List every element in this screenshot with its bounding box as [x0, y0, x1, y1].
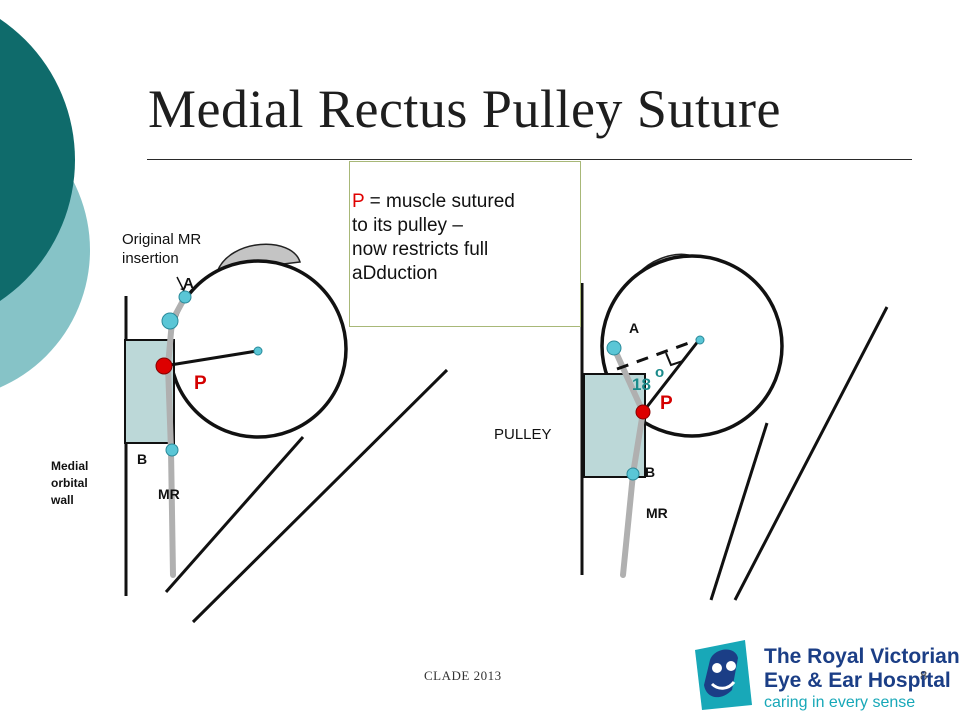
- right-marker-p: [635, 404, 651, 420]
- wall-label-line-3: wall: [51, 493, 74, 507]
- right-angle-label: 18: [632, 375, 651, 394]
- left-pointer-arrowhead: [180, 287, 186, 291]
- label-insertion: insertion: [122, 250, 179, 267]
- right-angle-mark: [665, 352, 684, 367]
- logo-line-1: The Royal Victorian: [764, 645, 960, 668]
- callout-line-2: to its pulley –: [352, 215, 463, 236]
- callout-box: P = muscle sutured to its pulley – now r…: [349, 161, 581, 327]
- right-label-p: P: [660, 393, 673, 414]
- title-divider: [147, 159, 912, 160]
- left-marker-a: [178, 290, 192, 304]
- right-globe: [600, 254, 784, 438]
- wall-label-line-2: orbital: [51, 476, 88, 490]
- right-diagonal-2: [733, 306, 889, 601]
- right-label-a: A: [629, 320, 640, 336]
- right-medial-rectus: [611, 345, 647, 578]
- left-label-mr: MR: [158, 486, 180, 502]
- label-pulley: PULLEY: [494, 426, 552, 443]
- left-marker-p: [155, 357, 173, 375]
- left-label-a: A: [183, 275, 194, 292]
- page-number: 8: [920, 668, 928, 683]
- left-marker-original-insertion: [161, 312, 179, 330]
- right-marker-a: [606, 340, 622, 356]
- right-label-mr: MR: [646, 505, 668, 521]
- callout-line-1-text: = muscle sutured: [364, 191, 515, 212]
- left-diagonal-1: [164, 436, 305, 593]
- right-degree-symbol: o: [655, 364, 665, 381]
- right-diagonal-1: [709, 422, 769, 601]
- footer-text: CLADE 2013: [424, 668, 502, 683]
- slide-title: Medial Rectus Pulley Suture: [148, 79, 781, 139]
- callout-line-4: aDduction: [352, 263, 438, 284]
- label-medial-orbital-wall: Medial orbital wall: [51, 458, 88, 509]
- left-label-b: B: [137, 451, 148, 467]
- right-marker-b: [626, 467, 640, 481]
- left-diagonal-2: [191, 368, 449, 624]
- left-diagram: [124, 243, 449, 624]
- logo-tagline: caring in every sense: [764, 694, 916, 711]
- hospital-logo-text: The Royal Victorian Eye & Ear Hospital c…: [764, 645, 960, 713]
- wall-label-line-1: Medial: [51, 459, 89, 473]
- callout-line-1: P = muscle sutured: [352, 190, 580, 214]
- logo-eye-left: [712, 663, 722, 673]
- decor-circle-dark: [0, 19, 75, 301]
- right-label-b: B: [645, 464, 656, 480]
- left-marker-b: [165, 443, 179, 457]
- right-dashed-line: [616, 338, 698, 371]
- right-diagram: [580, 253, 889, 601]
- left-label-p: P: [194, 373, 207, 394]
- right-globe-center: [695, 335, 705, 345]
- logo-line-2: Eye & Ear Hospital: [764, 669, 951, 692]
- callout-p-marker: P: [352, 191, 365, 212]
- label-original-mr: Original MR: [122, 231, 202, 248]
- left-globe-center: [253, 346, 263, 356]
- logo-ear-curve: [710, 681, 736, 690]
- hospital-logo-mark: [695, 640, 752, 710]
- callout-line-3: now restricts full: [352, 239, 489, 260]
- right-muscle-line: [641, 339, 701, 413]
- left-muscle-line: [163, 349, 258, 368]
- logo-eye-right: [726, 661, 736, 671]
